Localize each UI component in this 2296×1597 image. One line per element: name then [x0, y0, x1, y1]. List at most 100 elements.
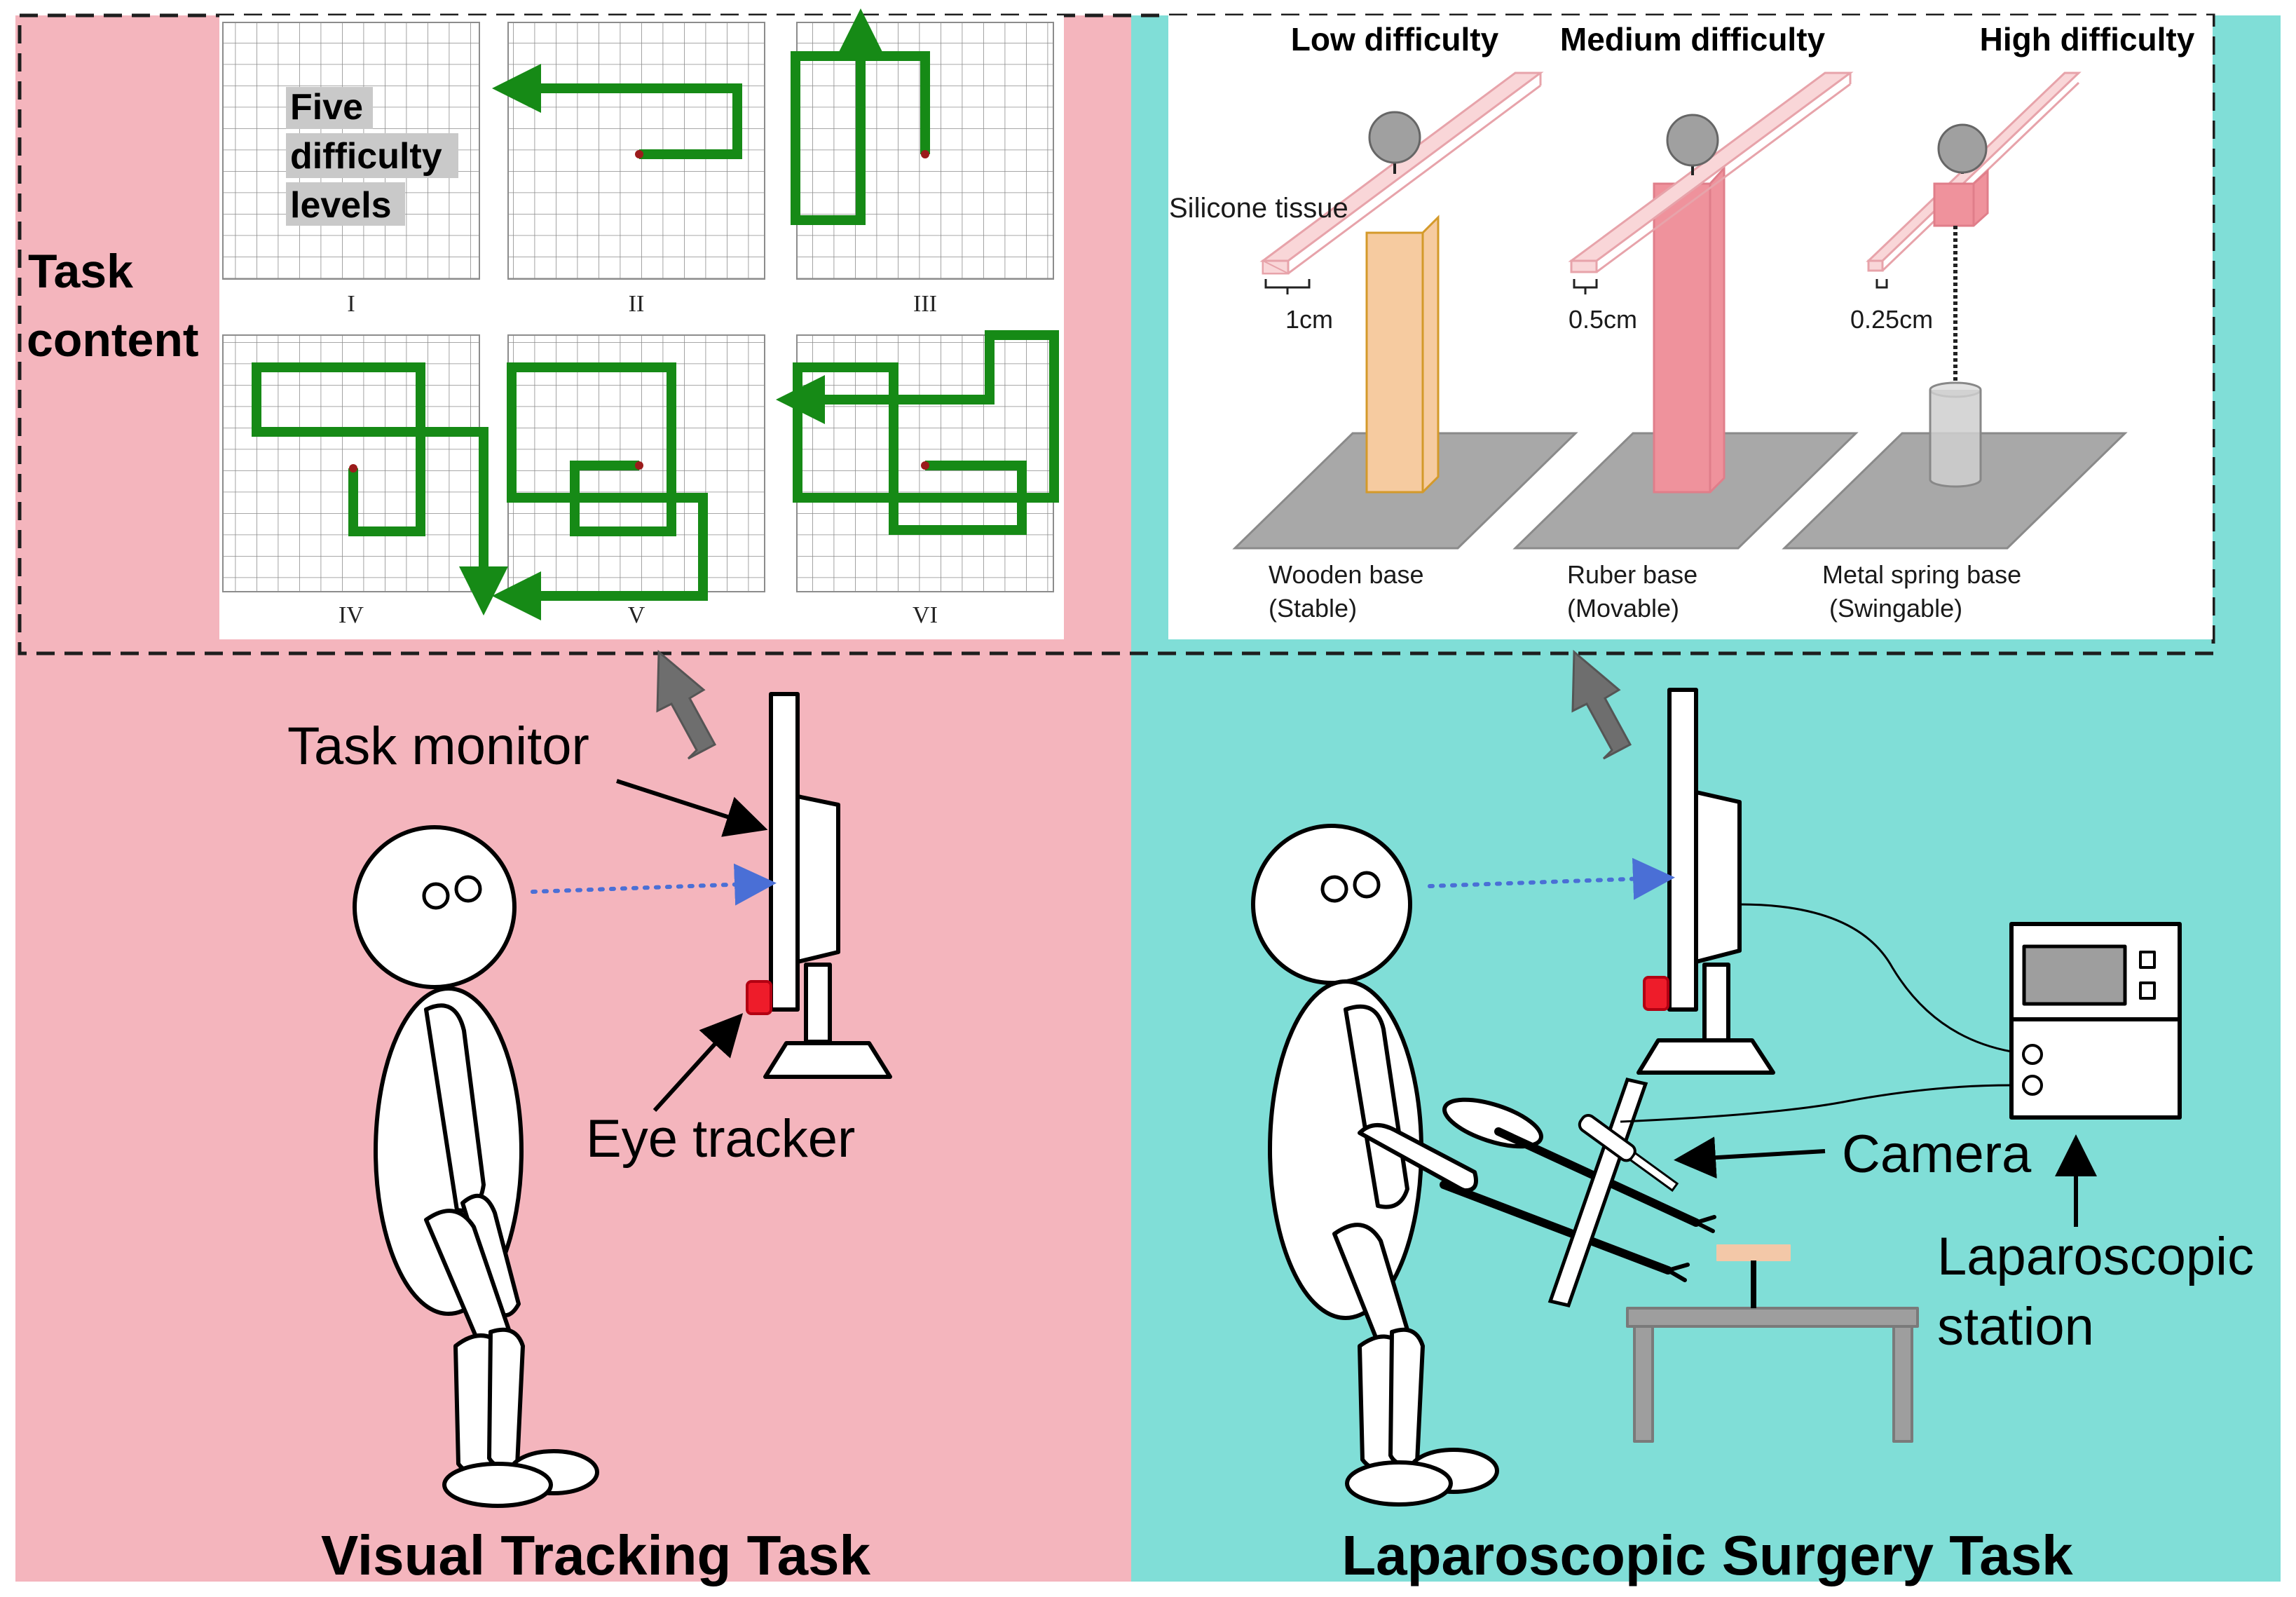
station-screen: [2022, 944, 2127, 1006]
instrument-lower: [1440, 1181, 1672, 1275]
person-eye-right: [454, 875, 482, 903]
medium-difficulty-title: Medium difficulty: [1560, 21, 1826, 57]
monitor-neck: [804, 963, 832, 1044]
laparoscopic-surgery-title: Laparoscopic Surgery Task: [1341, 1524, 2073, 1586]
note-highlight-3: [286, 182, 405, 226]
surgeon-forearm: [1358, 1123, 1478, 1193]
trocar-board: [1547, 1078, 1648, 1307]
start-dot-4: [349, 464, 357, 473]
base-medium-name: Ruber base: [1567, 560, 1697, 589]
start-dot-6: [921, 461, 929, 470]
sphere-medium: [1666, 114, 1719, 167]
task-content-label-line1: Task: [28, 245, 133, 298]
width-bracket-high: [1875, 279, 1888, 289]
monitor-station-cable: [1739, 903, 2012, 1053]
table-leg-right: [1892, 1325, 1913, 1443]
person-eye-left: [422, 882, 450, 910]
low-difficulty-title: Low difficulty: [1291, 21, 1499, 57]
table-leg-left: [1633, 1325, 1654, 1443]
camera-label: Camera: [1842, 1124, 2032, 1184]
grid-label-5: V: [628, 602, 645, 628]
right-scene: [1251, 688, 2182, 1507]
station-label-line2: station: [1937, 1297, 2094, 1357]
grid-label-1: I: [347, 291, 355, 317]
rubber-pillar: [1653, 165, 1726, 494]
task-content-frame: [18, 13, 2215, 655]
path-level-3: [791, 8, 930, 225]
task-monitor-pointer: [616, 779, 768, 837]
surgery-monitor-neck: [1702, 963, 1730, 1042]
note-line-2: difficulty: [290, 136, 442, 177]
grid-label-3: III: [913, 291, 937, 317]
task-content-label-line2: content: [27, 313, 199, 367]
station-button-1: [2139, 951, 2156, 969]
width-label-medium: 0.5cm: [1569, 305, 1637, 334]
person-foot-front: [442, 1462, 553, 1508]
wooden-pillar: [1365, 215, 1440, 494]
width-label-high: 0.25cm: [1850, 305, 1933, 334]
grid-label-6: VI: [913, 602, 938, 628]
base-low-type: (Stable): [1269, 594, 1357, 623]
path-level-2: [492, 64, 742, 159]
start-dot-3: [921, 150, 929, 158]
visual-tracking-title: Visual Tracking Task: [321, 1524, 871, 1586]
table-top: [1626, 1307, 1919, 1328]
sphere-high: [1937, 123, 1988, 174]
station-label-line1: Laparoscopic: [1937, 1227, 2254, 1286]
note-line-1: Five: [290, 87, 363, 128]
silicone-tissue-label: Silicone tissue: [1169, 193, 1348, 224]
surgeon-leg-back: [1388, 1327, 1425, 1467]
grid-label-4: IV: [339, 602, 364, 628]
difficulty-panel: Low difficulty Medium difficulty High di…: [1168, 15, 2213, 639]
monitor-back: [795, 794, 840, 964]
station-knob-2: [2022, 1075, 2043, 1096]
station-box-bottom: [2009, 1017, 2182, 1120]
surgeon-arm-upper: [1344, 1004, 1409, 1209]
base-platform-high: [1782, 432, 2128, 550]
high-difficulty-title: High difficulty: [1980, 21, 2195, 57]
path-level-4: [252, 362, 508, 616]
start-dot-5: [635, 461, 643, 470]
width-label-low: 1cm: [1285, 305, 1333, 334]
left-scene: [353, 692, 892, 1508]
eye-tracker-device-right: [1643, 976, 1669, 1011]
task-monitor: [769, 692, 800, 1012]
sphere-low: [1368, 111, 1421, 164]
base-high-name: Metal spring base: [1822, 560, 2021, 589]
surgeon-eye-right: [1353, 871, 1381, 899]
eye-tracker-label: Eye tracker: [586, 1109, 855, 1169]
grid-panel: Five difficulty levels I II III IV V VI: [219, 8, 1064, 639]
path-level-6: [776, 330, 1059, 535]
base-medium-type: (Movable): [1567, 594, 1679, 623]
base-high-type: (Swingable): [1829, 594, 1962, 623]
spring-cylinder: [1929, 390, 1982, 488]
eye-tracker-device: [746, 980, 772, 1015]
start-dot-2: [635, 150, 643, 158]
surgeon-hand: [1442, 1097, 1543, 1149]
task-monitor-label: Task monitor: [287, 716, 589, 776]
camera-pointer: [1674, 1136, 1826, 1179]
camera-scope: [1578, 1114, 1679, 1192]
surgeon-head: [1251, 824, 1412, 985]
surgeon-foot-front: [1345, 1460, 1453, 1507]
note-highlight-1: [286, 87, 373, 129]
note-line-3: levels: [290, 185, 392, 226]
tissue-pad: [1716, 1244, 1791, 1261]
path-level-5: [492, 362, 708, 620]
station-button-2: [2139, 981, 2156, 1000]
monitor-stand: [763, 1041, 892, 1079]
base-low-name: Wooden base: [1269, 560, 1424, 589]
surgery-monitor-back: [1694, 790, 1742, 964]
camera-station-cable: [1620, 1084, 2012, 1123]
note-highlight-2: [286, 133, 458, 178]
surgeon-eye-left: [1320, 875, 1348, 903]
surgery-monitor-stand: [1636, 1038, 1775, 1075]
gray-arrow-left: [656, 649, 717, 760]
surgery-monitor: [1667, 688, 1698, 1012]
width-bracket-medium: [1573, 279, 1598, 294]
eye-tracker-pointer: [652, 1013, 744, 1113]
width-bracket-low: [1264, 279, 1311, 294]
person-leg-back: [487, 1327, 525, 1470]
grid-label-2: II: [629, 291, 645, 317]
